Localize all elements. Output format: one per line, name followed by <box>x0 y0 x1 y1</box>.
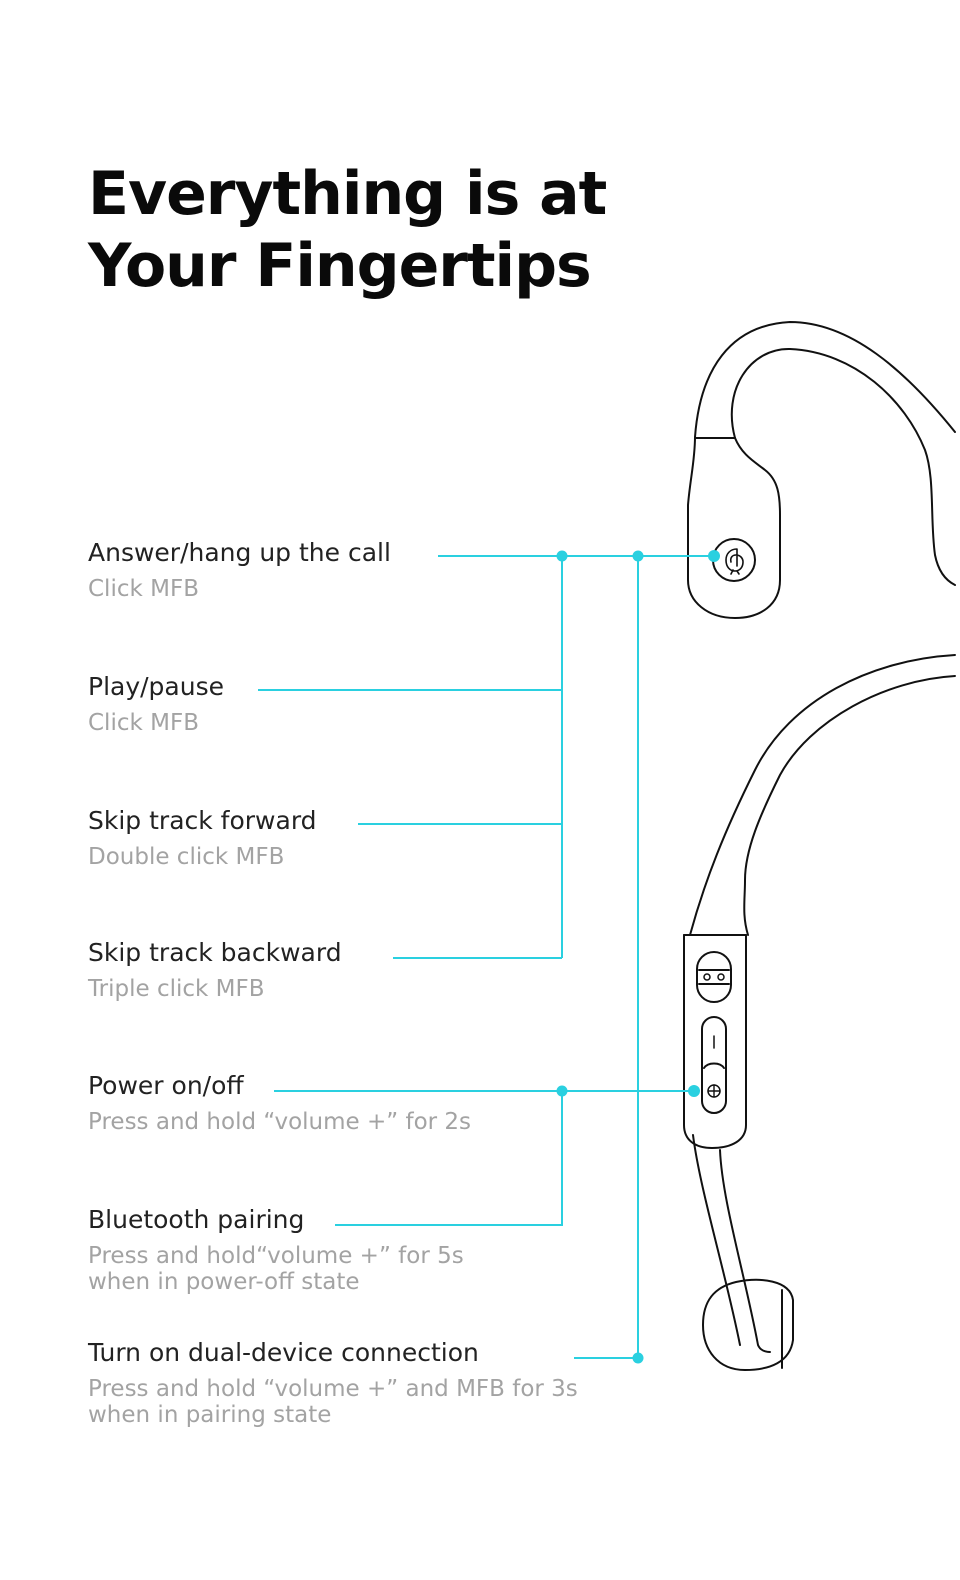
control-module <box>683 934 747 1149</box>
control-desc: Press and hold “volume +” and MFB for 3s… <box>88 1376 578 1428</box>
microphone-grille-icon-2 <box>717 973 725 981</box>
junction-dot-mfb <box>556 550 568 562</box>
junction-dot-dual <box>632 550 644 562</box>
junction-dot-dual-end <box>632 1352 644 1364</box>
neckband-outer <box>689 654 956 936</box>
control-label: Bluetooth pairing <box>88 1205 305 1234</box>
ear-hook-inner <box>730 347 956 586</box>
leader-bluetooth <box>335 1091 563 1226</box>
title-line-1: Everything is at <box>88 159 607 229</box>
control-answer-call: Answer/hang up the call Click MFB <box>88 538 391 602</box>
control-label: Skip track backward <box>88 938 342 967</box>
control-play-pause: Play/pause Click MFB <box>88 672 224 736</box>
control-desc: Click MFB <box>88 576 199 602</box>
volume-rocker <box>701 1016 727 1114</box>
control-bluetooth-pairing: Bluetooth pairing Press and hold“volume … <box>88 1205 464 1295</box>
control-label: Answer/hang up the call <box>88 538 391 567</box>
control-skip-backward: Skip track backward Triple click MFB <box>88 938 342 1002</box>
mfb-button-ring <box>712 538 756 582</box>
mic-grille <box>696 951 732 1003</box>
control-skip-forward: Skip track forward Double click MFB <box>88 806 317 870</box>
control-power: Power on/off Press and hold “volume +” f… <box>88 1071 471 1135</box>
lower-stem-inner <box>719 1149 771 1353</box>
headphone-outline <box>683 321 956 1371</box>
bottom-earpiece <box>702 1278 794 1371</box>
callout-lines <box>258 555 714 1359</box>
leader-dual-device <box>574 556 639 1359</box>
microphone-grille-icon <box>703 973 711 981</box>
control-label: Skip track forward <box>88 806 317 835</box>
control-desc: Click MFB <box>88 710 199 736</box>
control-label: Turn on dual-device connection <box>88 1338 479 1367</box>
title-line-2: Your Fingertips <box>88 231 592 301</box>
page-title: Everything is at Your Fingertips <box>88 158 607 302</box>
control-desc: Triple click MFB <box>88 976 265 1002</box>
earpiece-body <box>687 436 781 619</box>
multi-function-button-icon <box>725 548 744 575</box>
volume-rocker-divider <box>703 1062 725 1069</box>
lower-stem-outer <box>692 1134 741 1346</box>
target-dot-mfb <box>708 550 720 562</box>
target-dot-volume-plus <box>688 1085 700 1097</box>
control-desc: Press and hold“volume +” for 5s when in … <box>88 1243 464 1295</box>
control-label: Play/pause <box>88 672 224 701</box>
control-dual-device: Turn on dual-device connection Press and… <box>88 1338 578 1428</box>
junction-dot-power <box>556 1085 568 1097</box>
ear-hook-outer <box>694 321 956 438</box>
control-desc: Press and hold “volume +” for 2s <box>88 1109 472 1135</box>
control-desc: Double click MFB <box>88 844 285 870</box>
control-label: Power on/off <box>88 1071 244 1100</box>
neckband-inner <box>743 675 956 936</box>
callout-dots <box>556 550 720 1364</box>
